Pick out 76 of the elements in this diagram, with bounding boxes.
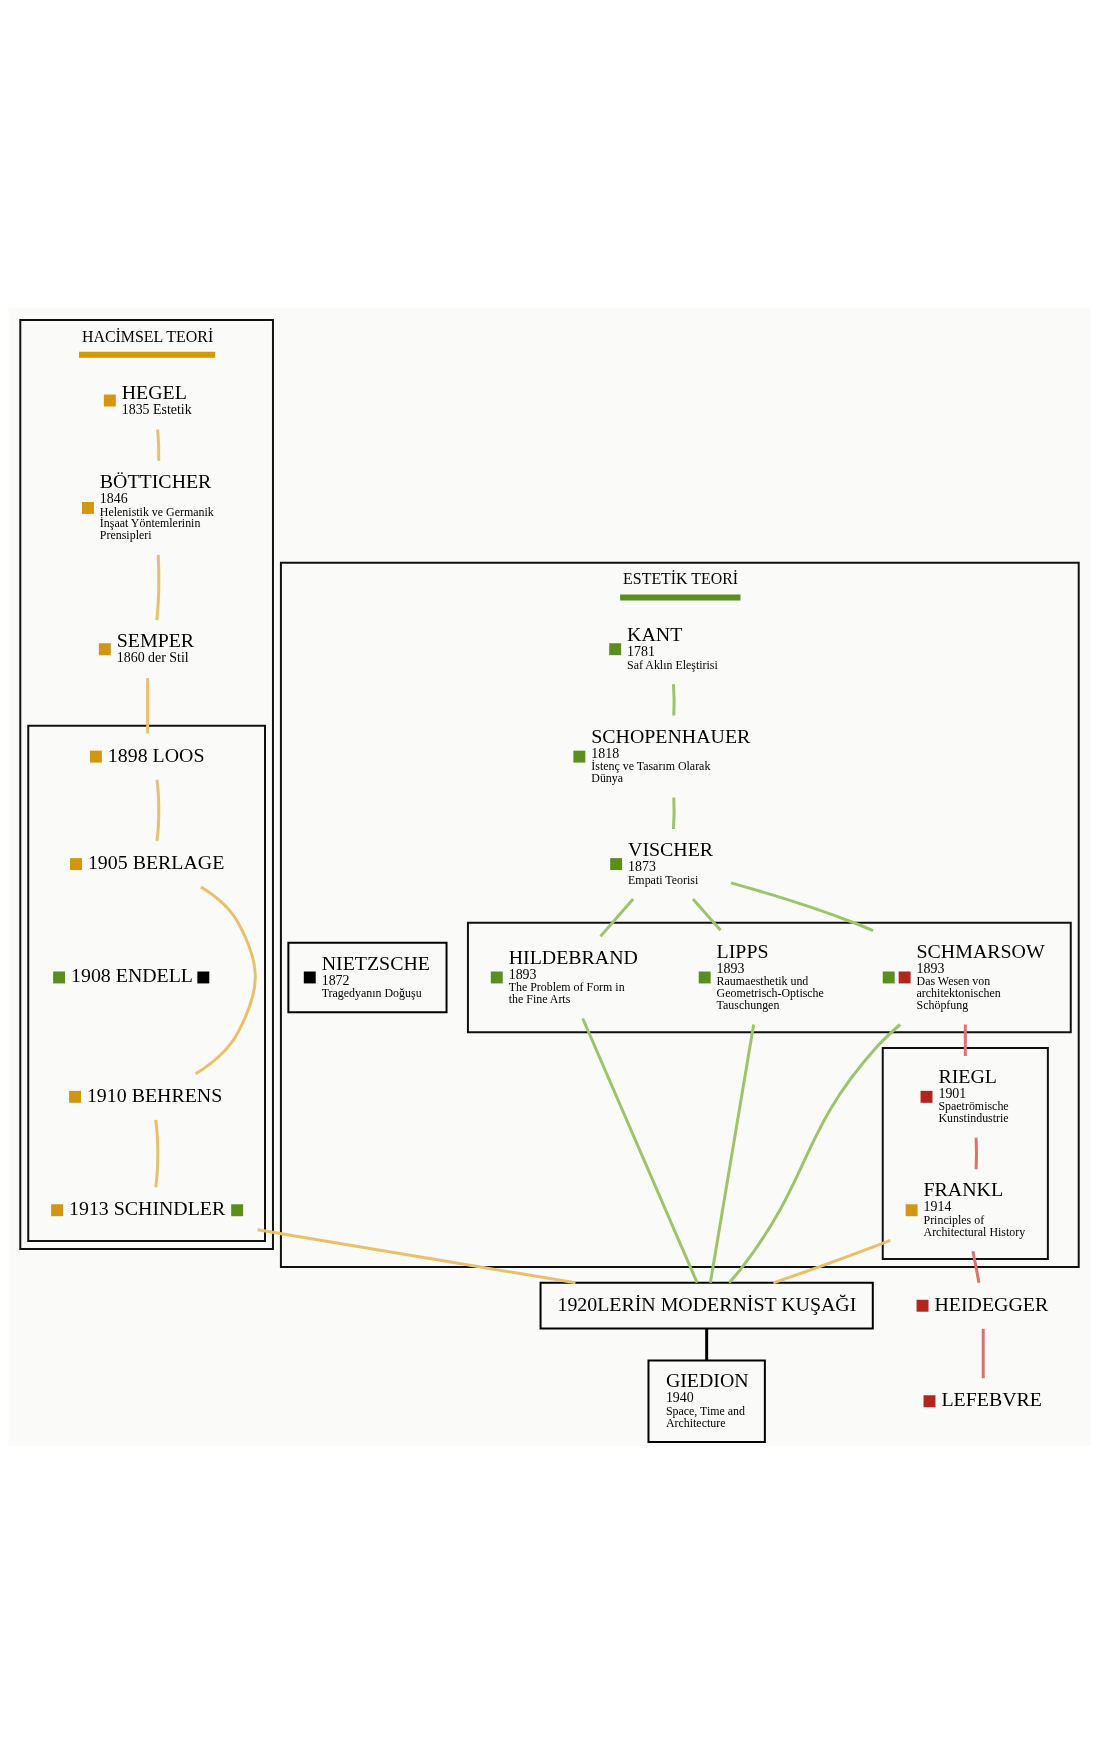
connector [971,1250,981,1283]
connector [963,1024,967,1056]
node-label: İstenç ve Tasarım Olarak Dünya [591,758,711,785]
connector [156,428,161,461]
connector [581,1017,699,1283]
node-label: HILDEBRAND [508,945,638,968]
node-label: BÖTTICHER [99,469,212,492]
connector [146,677,150,734]
cluster [27,724,266,1242]
node-box [610,857,623,870]
connector [671,683,676,716]
connector [599,897,635,937]
node-box [698,971,711,983]
node-label: 1910 BEHRENS [86,1083,223,1106]
node-label: 1914 [923,1198,952,1214]
node-label: KANT [627,622,683,645]
node-box [69,1090,81,1103]
connector [730,880,874,932]
node-label: 1818 [591,745,620,761]
node-label: HEGEL [121,380,187,403]
node-label: 1901 [938,1085,967,1101]
node-label: LIPPS [716,939,769,962]
node-box [916,1299,929,1312]
node-box [81,501,94,514]
node-label: Raumaesthetik und Geometrisch-Optische Tauschungen [716,973,824,1012]
connector [981,1328,985,1378]
node-label: FRANKL [923,1177,1004,1200]
node-label: SCHOPENHAUER [591,724,751,747]
node-label: Helenistik ve Germanik İnşaat Yöntemlerinin Prensipleri [99,504,214,542]
node-label: 1835 Estetik [121,401,192,417]
connector [155,554,161,620]
node-label: 1846 [99,490,128,506]
node-box [98,642,111,655]
node-label: LEFEBVRE [941,1387,1042,1410]
node-label: 1893 [916,960,945,976]
connector [194,885,257,1075]
node-label: The Problem of Form in the Fine Arts [508,979,625,1006]
connector [691,897,722,931]
cluster [881,1046,1049,1260]
node-label: 1898 LOOS [107,743,205,766]
node-label: 1873 [628,858,656,874]
node-label: 1860 der Stil [116,649,189,665]
node-label: RIEGL [938,1064,997,1087]
node-label: VISCHER [628,837,714,860]
node-label: Spaetrömische Kunstindustrie [938,1098,1009,1125]
node-label: 1905 BERLAGE [87,850,225,873]
node-label: 1893 [508,966,537,982]
node-label: Principles of Architectural History [923,1212,1026,1239]
node-box: 1920LERİN MODERNİST KUŞAĞI [539,1281,874,1330]
connector [154,1119,160,1187]
connector [705,1328,709,1360]
node-box [923,1394,936,1407]
node-label: Das Wesen von architektonischen Schöpfung [916,973,1001,1012]
node-label: Saf Aklın Eleştirisi [627,657,718,672]
connector [708,1023,756,1283]
node-label: SCHMARSOW [916,939,1045,962]
connector [671,796,676,829]
cluster [466,921,1072,1033]
node-box [490,971,503,983]
node-label: 1781 [627,643,655,659]
node-label: Empati Teorisi [628,872,699,887]
node-box [103,394,116,406]
connector [772,1238,891,1284]
node-box [920,1090,933,1103]
node-box [609,642,622,655]
node-box [573,750,586,763]
node-box: GIEDION 1940 Space, Time and Architecture [647,1358,766,1443]
node-label: SEMPER [116,628,195,651]
node-box [70,857,82,870]
node-box: NIETZSCHE 1872 Tragedyanın Doğuşu [287,941,448,1013]
connector [155,779,161,841]
node-label: HEIDEGGER [934,1292,1049,1315]
node-label: 1893 [716,960,745,976]
node-box [89,750,102,763]
node-box [905,1203,918,1216]
connector [974,1137,978,1169]
